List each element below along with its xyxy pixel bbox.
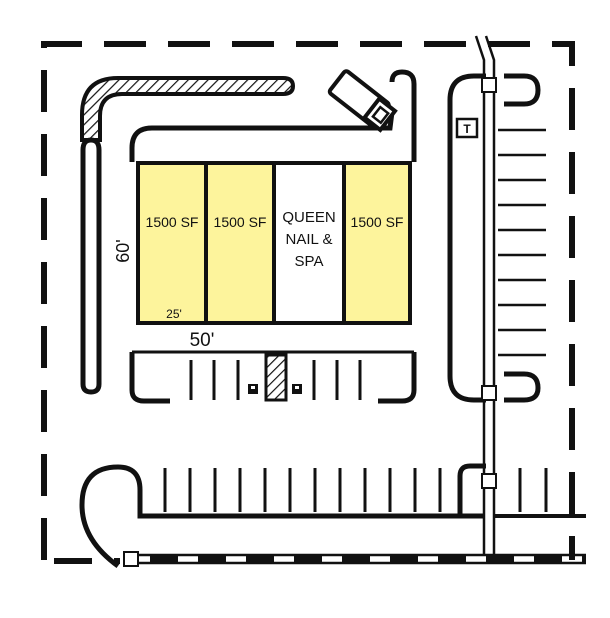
unit-4-label: 1500 SF — [351, 214, 404, 230]
pad-mounted-transformer-icon: T — [455, 117, 479, 139]
unit-1[interactable] — [136, 161, 208, 325]
accessible-aisle-hatched — [264, 353, 288, 402]
front-right-island — [378, 352, 417, 404]
right-bay-curb — [504, 89, 541, 107]
building-right-wall — [389, 69, 417, 162]
property-boundary — [41, 41, 575, 564]
unit-2[interactable] — [204, 161, 276, 325]
right-parking-stripes — [498, 128, 546, 357]
unit-queen-nail-spa[interactable] — [272, 161, 346, 325]
transformer-label: T — [463, 122, 471, 136]
right-bay-outline — [447, 73, 486, 403]
right-parking-bay: T — [447, 73, 546, 403]
unit-4[interactable] — [342, 161, 412, 325]
bottom-row-curb — [79, 464, 484, 569]
building-drive-outline — [129, 111, 395, 162]
left-curb-island — [80, 137, 102, 395]
unit-width-dimension: 25' — [166, 307, 182, 321]
front-parking-row — [129, 352, 417, 404]
landscape-island-hatched — [80, 76, 296, 142]
accessible-parking-icon — [292, 384, 302, 394]
accessible-parking-icon — [248, 384, 258, 394]
bottom-right-curb — [457, 463, 486, 516]
unit-1-label: 1500 SF — [146, 214, 199, 230]
front-left-island — [129, 352, 170, 404]
unit-2-label: 1500 SF — [214, 214, 267, 230]
bottom-parking-stripes — [163, 468, 548, 512]
building: 1500 SF 1500 SF QUEEN NAIL & SPA 1500 SF… — [136, 161, 412, 325]
tenant-name-line-3: SPA — [295, 253, 324, 270]
building-depth-dimension: 60' — [113, 239, 133, 262]
bottom-parking-row — [79, 463, 586, 569]
tenant-name-line-2: NAIL & — [286, 231, 333, 248]
utility-line — [474, 35, 497, 555]
front-parking-stripes — [189, 360, 362, 400]
road-edge — [123, 551, 586, 567]
right-bay-bottom-curb — [504, 371, 541, 403]
tenant-name-line-1: QUEEN — [282, 209, 335, 226]
building-width-dimension: 50' — [190, 330, 215, 351]
monument-sign-icon — [327, 69, 398, 133]
